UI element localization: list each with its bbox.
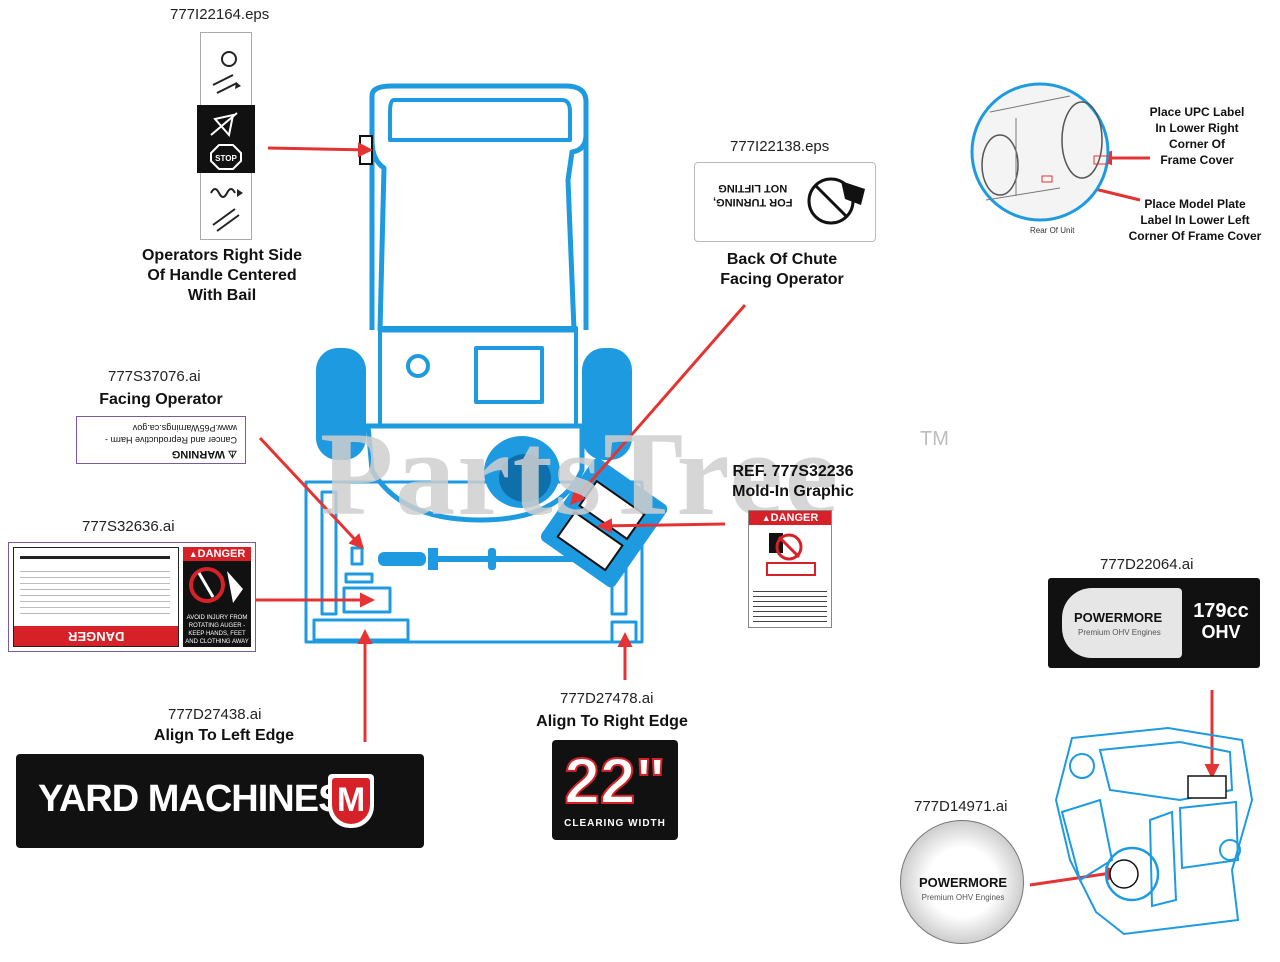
handle-decal: STOP [197,32,255,240]
engine-flywheel-decal [1109,859,1139,889]
handle-caption-line: Of Handle Centered [147,267,297,284]
warning-line: www.P65Warnings.ca.gov [132,423,237,433]
danger-decal-left: DANGER ▲DANGER AVOID INJURY FROM ROTATIN… [8,542,256,652]
danger-tag-line: ROTATING AUGER - [188,623,246,629]
powermore-round-brand: POWERMORE [918,875,1008,890]
rear-of-unit-label: Rear Of Unit [1030,226,1075,235]
rear-detail-view [970,82,1110,222]
moldin-danger-decal: ▲DANGER [748,510,832,628]
handle-decal-file: 777I22164.eps [170,6,270,23]
plate-caption-line: Label In Lower Left [1140,213,1250,227]
clearing-width-decal: 22" CLEARING WIDTH [552,740,678,840]
handle-decal-icons-top [212,51,241,94]
handle-caption: Operators Right Side Of Handle Centered … [128,246,316,306]
danger-decal-left-instructions: DANGER [13,547,179,647]
engine-ohv-file: 777D22064.ai [1100,556,1194,573]
danger-tag-line: AVOID INJURY FROM [186,615,248,621]
chute-caption: Back Of Chute Facing Operator [700,250,864,290]
yard-decal-file: 777D27438.ai [168,706,262,723]
handle-caption-line: With Bail [187,287,257,304]
upc-caption-line: Place UPC Label [1149,105,1245,119]
danger-decal-left-tag: ▲DANGER AVOID INJURY FROM ROTATING AUGER… [183,547,251,647]
chute-decal: FOR TURNING, NOT LIFTING [694,162,876,242]
handle-caption-line: Operators Right Side [141,247,303,264]
chute-decal-line: NOT LIFTING [718,182,788,194]
clearing-width-value: 22" [563,745,667,817]
yard-machines-brand: YARD MACHINES [38,778,343,820]
trademark-symbol: TM [920,428,949,450]
chute-decal-line: FOR TURNING, [713,196,793,208]
clearing-decal-file: 777D27478.ai [560,690,654,707]
clearing-width-text: CLEARING WIDTH [564,818,666,829]
warning-title: ⚠ WARNING [172,448,237,460]
chute-decal-file: 777I22138.eps [730,138,830,155]
yard-emblem-letter: M [332,778,370,824]
danger-tag-text: AVOID INJURY FROM ROTATING AUGER - KEEP … [183,614,251,646]
moldin-triangle-icon: ▲ [761,513,771,523]
model-plate-caption: Place Model Plate Label In Lower Left Co… [1118,196,1272,244]
engine-illustration [1054,726,1254,936]
yard-machines-emblem: M [328,774,374,828]
moldin-heading-line: REF. 777S32236 [732,463,854,480]
upc-caption-line: Frame Cover [1160,153,1234,167]
chute-caption-line: Back Of Chute [726,251,838,268]
plate-caption-line: Corner Of Frame Cover [1128,229,1262,243]
danger-word: DANGER [197,548,246,560]
moldin-heading: REF. 777S32236 Mold-In Graphic [722,462,864,502]
yard-heading: Align To Left Edge [153,727,295,744]
upc-caption-line: In Lower Right [1155,121,1239,135]
engine-ohv-text: OHV [1201,622,1241,642]
chute-caption-line: Facing Operator [720,271,844,288]
powermore-brand: POWERMORE [1074,610,1163,625]
warning-title-text: WARNING [171,448,225,460]
upc-caption-line: Corner Of [1168,137,1225,151]
danger-tag-line: AND CLOTHING AWAY [185,639,249,645]
warning-decal-file: 777S37076.ai [108,368,201,385]
auger-icon [210,188,243,232]
upc-caption: Place UPC Label In Lower Right Corner Of… [1132,104,1262,168]
danger-decal-file: 777S32636.ai [82,518,175,535]
warning-decal: ⚠ WARNING Cancer and Reproductive Harm -… [76,416,246,464]
moldin-heading-line: Mold-In Graphic [732,483,854,500]
yard-machines-decal: YARD MACHINES M [16,754,424,848]
danger-tag-line: KEEP HANDS, FEET [188,631,246,637]
powermore-round-tagline: Premium OHV Engines [921,893,1005,902]
moldin-hazard-icon [766,533,816,576]
clearing-heading: Align To Right Edge [536,713,688,730]
engine-displacement: 179cc [1193,600,1249,622]
powermore-round-decal: POWERMORE Premium OHV Engines [900,820,1024,944]
danger-triangle-icon: ▲ [188,549,198,559]
no-lifting-icon [807,177,865,225]
warning-triangle-icon: ⚠ [228,448,237,459]
svg-text:STOP: STOP [215,154,237,163]
plate-caption-line: Place Model Plate [1144,197,1246,211]
powermore-ohv-decal: POWERMORE Premium OHV Engines 179cc OHV [1048,578,1260,668]
powermore-tagline: Premium OHV Engines [1078,628,1161,637]
warning-line: Cancer and Reproductive Harm - [104,435,237,445]
moldin-danger-word: DANGER [770,512,819,524]
warning-heading: Facing Operator [99,391,223,408]
rotating-auger-icon [189,567,243,603]
stop-icon: STOP [210,112,242,170]
engine-round-file: 777D14971.ai [914,798,1008,815]
danger-banner-flipped: DANGER [67,629,125,644]
